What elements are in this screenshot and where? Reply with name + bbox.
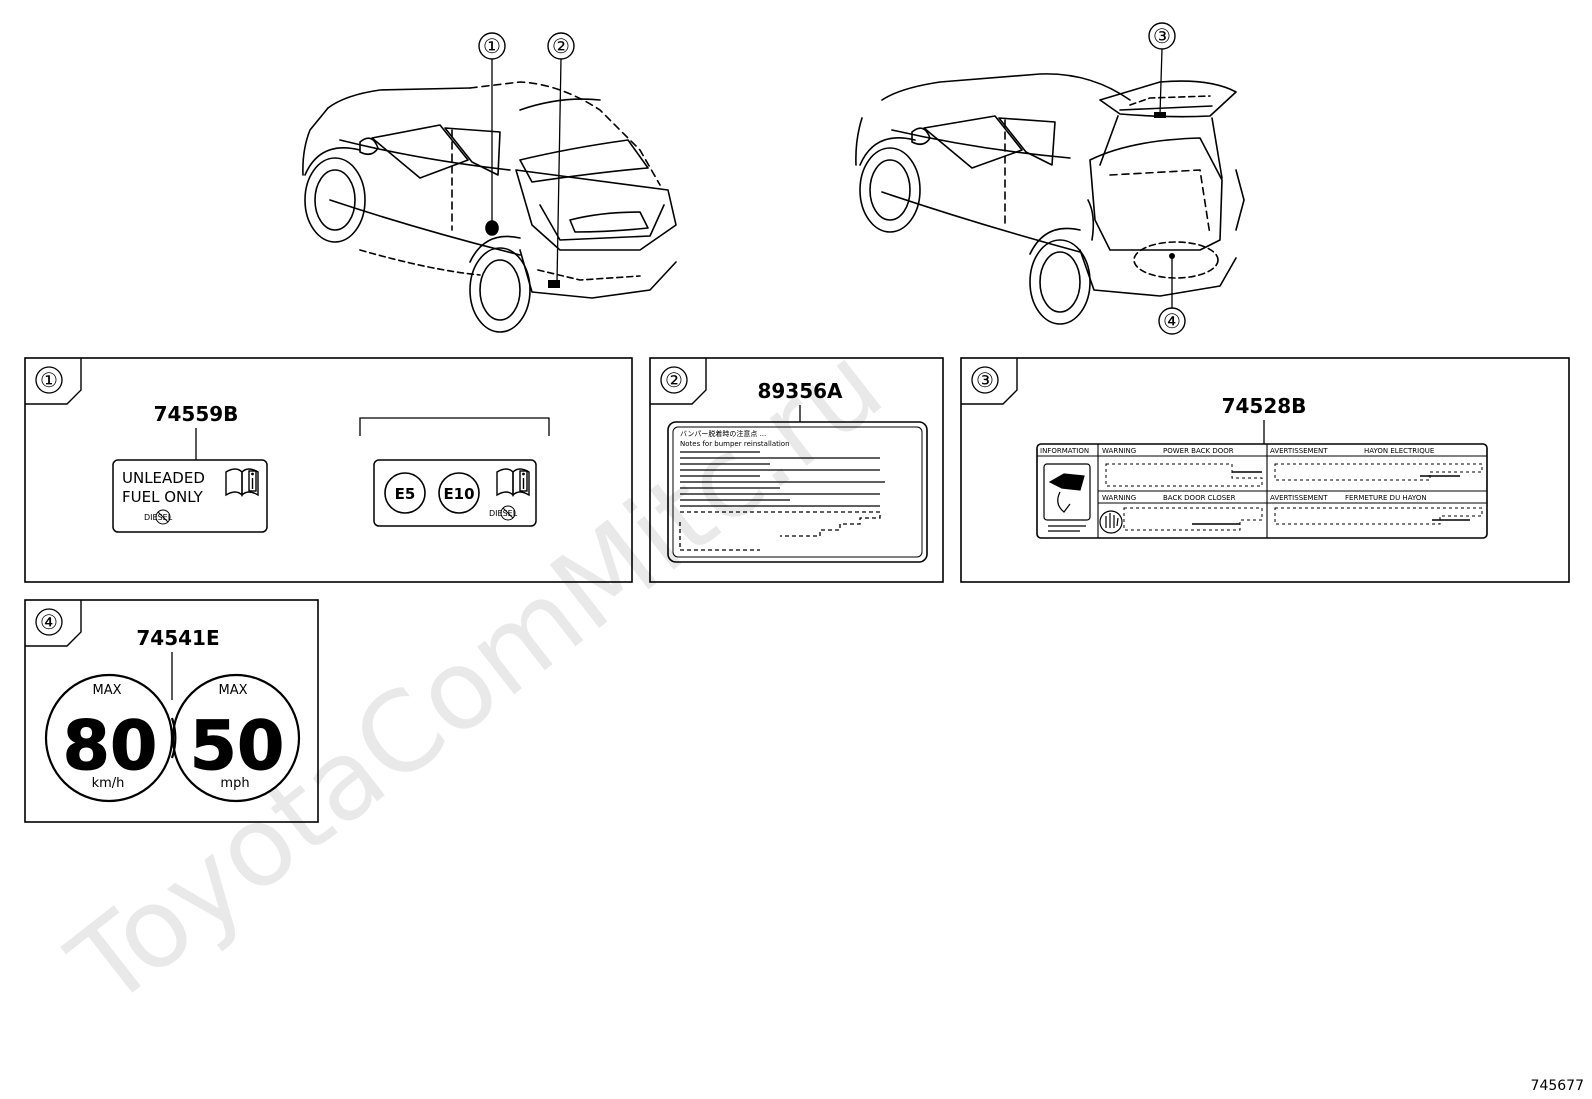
- unit-kmh: km/h: [92, 776, 125, 791]
- part-number-74559B: 74559B: [154, 402, 239, 426]
- information-heading: INFORMATION: [1040, 447, 1089, 455]
- right-car-illustration: [855, 73, 1245, 325]
- panel-1: ① 74559B UNLEADED FUEL ONLY DIESEL E5 E1…: [24, 357, 633, 583]
- bumper-notice-header: バンパー脱着時の注意点 ...: [680, 429, 766, 438]
- figure-id: 745677: [1531, 1078, 1584, 1094]
- callout-1-overview: ①: [483, 34, 501, 58]
- badge-e10: [438, 472, 480, 514]
- manual-info-icon: [225, 468, 259, 497]
- panel-3: ③ 74528B INFORMATION WARNING POWER BACK …: [960, 357, 1570, 583]
- hand-caution-icon: [1099, 510, 1123, 534]
- right-car-callouts: ③ ④: [1148, 22, 1186, 335]
- fuel-label-e10: [373, 459, 537, 527]
- panel-4: ④ 74541E MAX 80 km/h MAX 50 mph: [24, 599, 319, 823]
- warning-heading-1: WARNING: [1102, 447, 1136, 455]
- max-label-right: MAX: [218, 683, 247, 698]
- fuel-label-line-1: UNLEADED: [122, 469, 205, 487]
- avertissement-heading-1: AVERTISSEMENT: [1270, 447, 1328, 455]
- panel-2: ② 89356A バンパー脱着時の注意点 ... Notes for bumpe…: [649, 357, 944, 583]
- avertissement-title-1: HAYON ELECTRIQUE: [1364, 447, 1434, 455]
- diesel-small-text-b: DIESEL: [489, 509, 518, 518]
- panel-3-callout: ③: [976, 368, 994, 392]
- part-number-74528B: 74528B: [1222, 394, 1307, 418]
- left-car-illustration: [302, 81, 677, 333]
- speed-value-50: 50: [190, 707, 285, 786]
- bumper-notice-text-lines: [679, 451, 885, 551]
- fuel-label-line-2: FUEL ONLY: [122, 488, 204, 506]
- bumper-notice-label: [667, 421, 928, 563]
- fuel-label-unleaded: [112, 459, 268, 533]
- badge-e10-text: E10: [443, 485, 474, 503]
- speed-disc-mph: [171, 673, 301, 803]
- door-pictogram-icon: [1043, 463, 1091, 532]
- warning-heading-2: WARNING: [1102, 494, 1136, 502]
- panel-2-callout: ②: [665, 368, 683, 392]
- back-door-label-text-lines: [1105, 463, 1483, 531]
- unit-mph: mph: [220, 776, 249, 791]
- manual-info-icon-b: [496, 468, 530, 497]
- callout-3-overview: ③: [1153, 24, 1171, 48]
- avertissement-title-2: FERMETURE DU HAYON: [1345, 494, 1427, 502]
- callout-4-overview: ④: [1163, 309, 1181, 333]
- badge-e5: [384, 472, 426, 514]
- diesel-small-text-a: DIESEL: [144, 513, 173, 522]
- warning-title-1: POWER BACK DOOR: [1163, 447, 1234, 455]
- max-label-left: MAX: [92, 683, 121, 698]
- bumper-notice-subheader: Notes for bumper reinstallation: [680, 440, 790, 448]
- panel-1-callout: ①: [40, 368, 58, 392]
- part-number-89356A: 89356A: [757, 379, 843, 403]
- speed-value-80: 80: [63, 707, 158, 786]
- callout-2-overview: ②: [552, 34, 570, 58]
- warning-title-2: BACK DOOR CLOSER: [1163, 494, 1236, 502]
- avertissement-heading-2: AVERTISSEMENT: [1270, 494, 1328, 502]
- left-car-callouts: ① ②: [478, 32, 575, 283]
- panel-4-callout: ④: [40, 610, 58, 634]
- badge-e5-text: E5: [395, 485, 416, 503]
- part-number-74541E: 74541E: [136, 626, 219, 650]
